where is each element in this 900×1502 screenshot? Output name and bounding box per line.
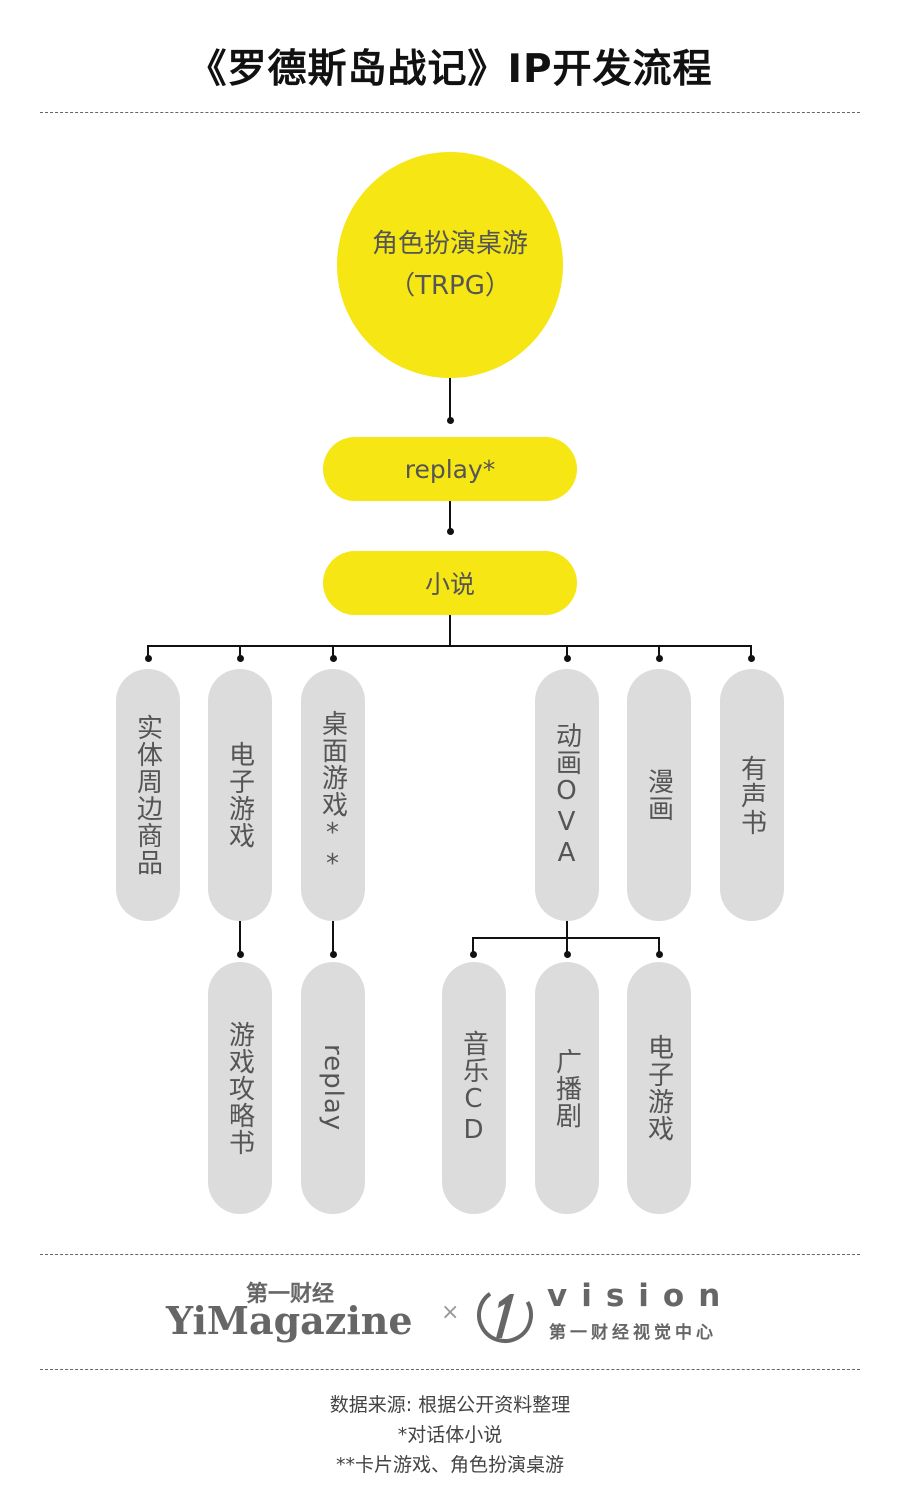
- connector: [566, 645, 568, 659]
- connector: [472, 937, 474, 954]
- anime-ova-label: 动画OVA: [551, 721, 582, 869]
- connector-replay-novel: [449, 501, 451, 531]
- connector-video-game-guide: [239, 921, 241, 954]
- connector-dot: [236, 951, 244, 958]
- vision-logo: vision: [547, 1278, 735, 1314]
- novel-label: 小说: [424, 570, 475, 599]
- video-game2-label: 电子游戏: [643, 1034, 674, 1142]
- connector-dot: [655, 655, 663, 662]
- vision-one-icon: [477, 1287, 533, 1343]
- strategy-guide-label: 游戏攻略书: [224, 1020, 255, 1156]
- cross-mark: ×: [441, 1300, 460, 1325]
- page-title: 《罗德斯岛战记》IP开发流程: [187, 47, 713, 92]
- top-divider: [40, 112, 860, 113]
- strategy-guide-node: 游戏攻略书: [208, 962, 272, 1214]
- music-cd-label: 音乐CD: [458, 1030, 489, 1146]
- trpg-node: 角色扮演桌游 （TRPG）: [337, 152, 563, 378]
- connector-dot: [469, 951, 477, 958]
- merch-node: 实体周边商品: [116, 669, 180, 921]
- video-game-label: 电子游戏: [224, 741, 255, 849]
- connector-dot: [329, 655, 337, 662]
- branch-bar: [148, 645, 752, 647]
- connector-dot: [144, 655, 152, 662]
- connector-dot: [655, 951, 663, 958]
- footnote-1: *对话体小说: [397, 1424, 503, 1446]
- connector-board-replay: [332, 921, 334, 954]
- connector: [566, 937, 568, 954]
- footnote-2: **卡片游戏、角色扮演桌游: [335, 1454, 564, 1476]
- radio-drama-label: 广播剧: [551, 1047, 582, 1129]
- bottom-divider: [40, 1369, 860, 1370]
- replay-node: replay*: [323, 437, 577, 501]
- trpg-sublabel: （TRPG）: [389, 271, 511, 301]
- yimagazine-cn-logo: 第一财经: [246, 1282, 335, 1307]
- audiobook-node: 有声书: [720, 669, 784, 921]
- novel-node: 小说: [323, 551, 577, 615]
- manga-label: 漫画: [643, 768, 674, 822]
- manga-node: 漫画: [627, 669, 691, 921]
- connector-dot: [329, 951, 337, 958]
- connector-dot: [563, 951, 571, 958]
- replay2-label: replay: [318, 1044, 348, 1132]
- connector: [239, 645, 241, 659]
- connector-dot: [446, 417, 454, 424]
- replay2-node: replay: [301, 962, 365, 1214]
- yimagazine-logo: YiMagazine: [166, 1298, 413, 1343]
- vision-cn-logo: 第一财经视觉中心: [549, 1323, 717, 1343]
- board-game-label: 桌面游戏**: [317, 710, 348, 880]
- audiobook-label: 有声书: [736, 754, 767, 836]
- connector: [750, 645, 752, 659]
- connector: [147, 645, 149, 659]
- connector: [332, 645, 334, 659]
- music-cd-node: 音乐CD: [442, 962, 506, 1214]
- connector-dot: [747, 655, 755, 662]
- connector-dot: [563, 655, 571, 662]
- replay-label: replay*: [404, 454, 496, 484]
- source-note: 数据来源: 根据公开资料整理: [329, 1394, 571, 1416]
- board-game-node: 桌面游戏**: [301, 669, 365, 921]
- video-game2-node: 电子游戏: [627, 962, 691, 1214]
- middle-divider: [40, 1254, 860, 1255]
- radio-drama-node: 广播剧: [535, 962, 599, 1214]
- connector: [658, 645, 660, 659]
- video-game-node: 电子游戏: [208, 669, 272, 921]
- connector-ova-down: [566, 921, 568, 938]
- connector-root-replay: [449, 378, 451, 420]
- trpg-label: 角色扮演桌游: [371, 229, 528, 259]
- connector-novel-branches: [449, 615, 451, 646]
- anime-ova-node: 动画OVA: [535, 669, 599, 921]
- connector-dot: [236, 655, 244, 662]
- connector-dot: [446, 528, 454, 535]
- merch-label: 实体周边商品: [132, 714, 163, 876]
- connector: [658, 937, 660, 954]
